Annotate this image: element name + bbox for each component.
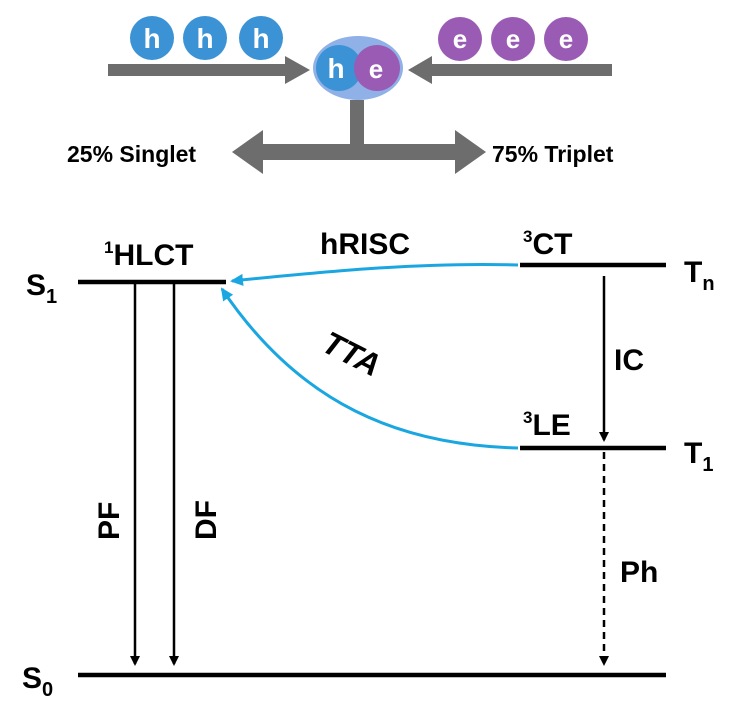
hole-particles: h h h (130, 16, 283, 60)
tta-label: TTA (317, 324, 387, 383)
singlet-label: 25% Singlet (67, 141, 196, 167)
exciton: h e (313, 36, 403, 100)
electron-particle-label: e (453, 24, 467, 54)
hrisc-arrow (230, 262, 519, 286)
spin-statistics-arrow (232, 100, 486, 174)
electron-particle-label: e (559, 24, 573, 54)
tn-label: Tn (684, 256, 715, 295)
hrisc-label: hRISC (320, 228, 410, 261)
electron-particle-label: e (506, 24, 520, 54)
t1-label: T1 (684, 437, 713, 476)
exciton-hole (316, 45, 362, 91)
s1-label: S1 (26, 269, 57, 308)
df-label: DF (190, 500, 223, 540)
hole-particle (130, 16, 174, 60)
electron-particle (438, 17, 482, 61)
hole-particle-label: h (143, 23, 160, 54)
hlct-label: 1HLCT (104, 238, 193, 272)
ic-label: IC (614, 344, 644, 377)
electron-injection-arrow (408, 56, 612, 84)
electron-particle (544, 17, 588, 61)
ct-label: 3CT (523, 227, 572, 261)
hole-particle (239, 16, 283, 60)
le-label: 3LE (523, 408, 571, 442)
triplet-label: 75% Triplet (492, 141, 614, 167)
hole-injection-arrow (108, 56, 310, 84)
hole-particle-label: h (196, 23, 213, 54)
tta-arrow (220, 287, 519, 450)
electron-particles: e e e (438, 17, 588, 61)
exciton-electron (354, 45, 400, 91)
exciton-electron-label: e (369, 54, 383, 84)
exciton-hole-label: h (327, 53, 344, 84)
hole-particle-label: h (252, 23, 269, 54)
s0-label: S0 (22, 662, 53, 701)
hole-particle (183, 16, 227, 60)
pf-label: PF (93, 502, 126, 540)
electron-particle (491, 17, 535, 61)
ph-label: Ph (620, 556, 658, 589)
